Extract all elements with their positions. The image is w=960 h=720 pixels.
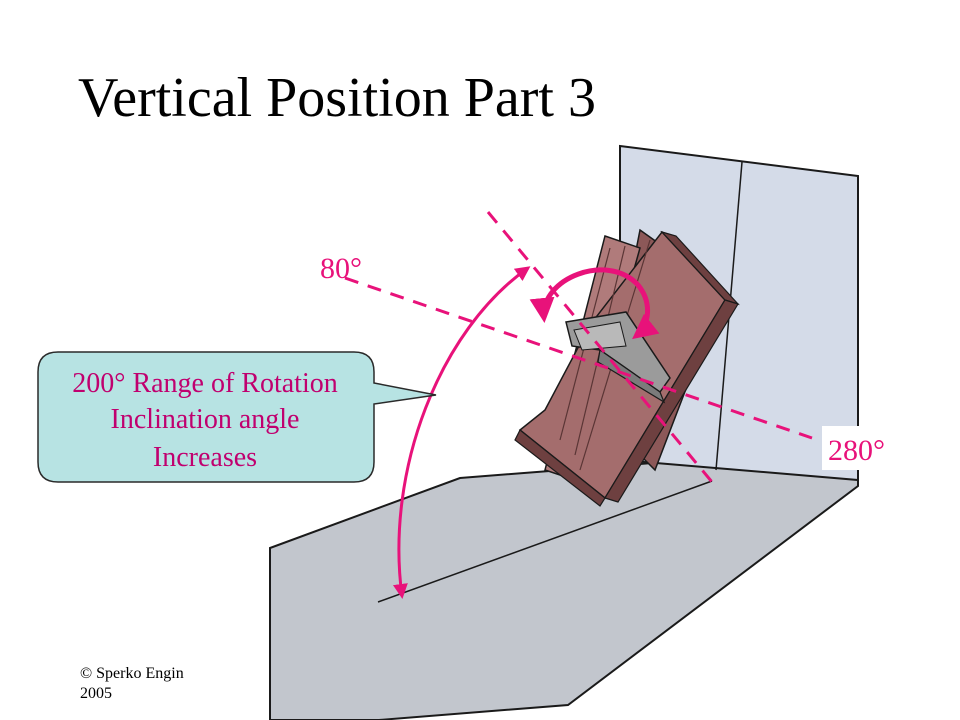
copyright-line-1: © Sperko Engin — [80, 665, 184, 682]
slide-title: Vertical Position Part 3 — [78, 67, 596, 129]
angle-label-80: 80° — [320, 252, 362, 285]
callout-line-inclination: Inclination angle — [111, 404, 300, 435]
callout-line-increases: Increases — [153, 442, 257, 473]
floor-plane — [269, 445, 859, 720]
plate-axis-dashed-line — [486, 211, 714, 483]
copyright-notice: © Sperko Engin 2005 — [80, 664, 184, 704]
copyright-line-2: 2005 — [80, 685, 112, 702]
callout-bubble — [37, 351, 437, 483]
callout-line-range: 200° Range of Rotation — [72, 368, 338, 399]
angle-label-280-box — [822, 426, 898, 470]
inclination-rotation-arrow — [529, 267, 660, 340]
angle-label-280: 280° — [828, 434, 885, 467]
rotation-range-arrow — [392, 266, 531, 599]
